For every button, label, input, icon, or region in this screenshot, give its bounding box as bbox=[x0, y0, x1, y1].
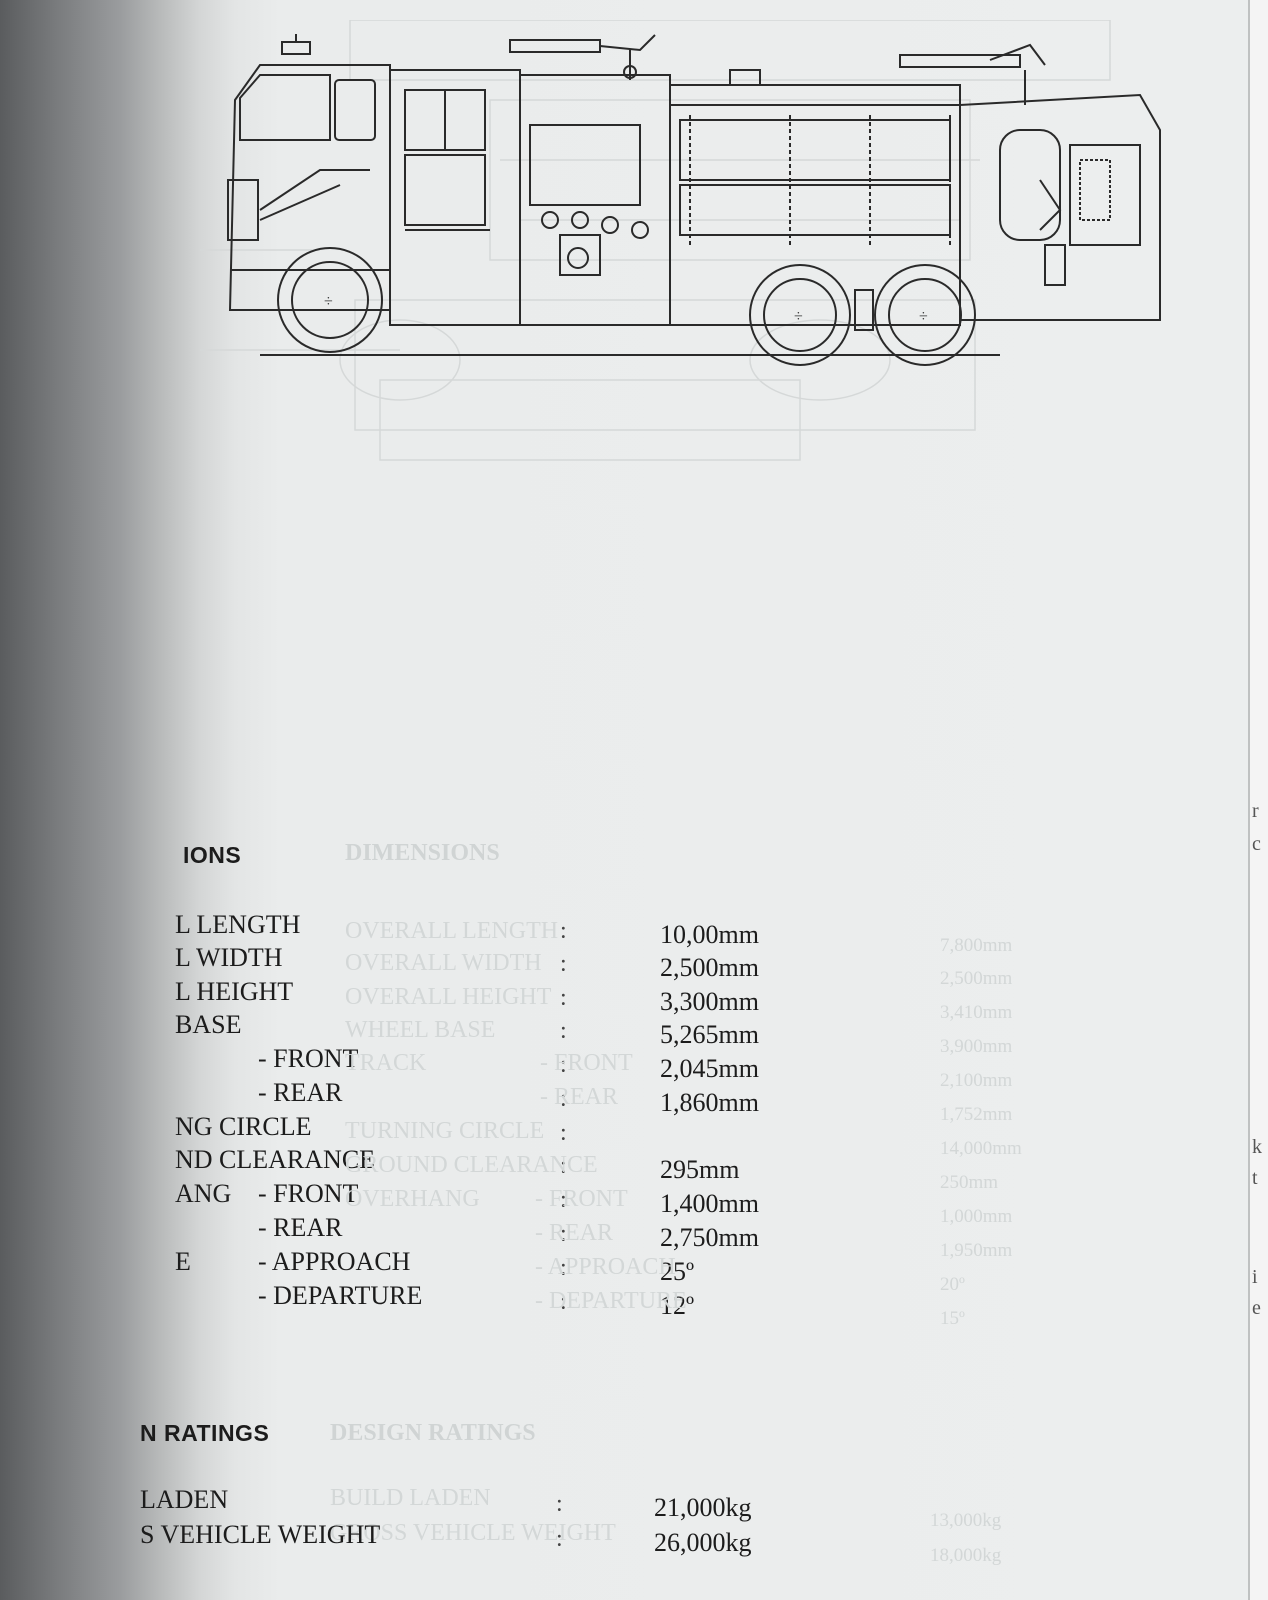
svg-text:÷: ÷ bbox=[324, 293, 333, 310]
rating-label: LADEN bbox=[140, 1485, 229, 1514]
show-through-value: 1,752mm bbox=[940, 1104, 1013, 1125]
dimension-label: L HEIGHT bbox=[175, 977, 294, 1006]
dimension-value: 2,500mm bbox=[660, 953, 759, 982]
section-heading-ratings: N RATINGS bbox=[140, 1420, 270, 1446]
show-through-label: - APPROACH bbox=[535, 1254, 676, 1280]
show-through-label: TRACK bbox=[345, 1050, 427, 1076]
dimension-colon: : bbox=[560, 918, 567, 944]
dimension-value: 295mm bbox=[660, 1155, 740, 1184]
show-through-value: 3,900mm bbox=[940, 1036, 1013, 1057]
svg-text:÷: ÷ bbox=[919, 308, 928, 325]
section-heading-dimensions: IONS bbox=[183, 842, 242, 868]
rating-value: 21,000kg bbox=[654, 1493, 752, 1522]
margin-letter: k bbox=[1252, 1136, 1262, 1158]
dimension-label: BASE bbox=[175, 1010, 242, 1039]
dimension-value: 1,860mm bbox=[660, 1088, 759, 1117]
margin-letter: i bbox=[1252, 1266, 1258, 1288]
dimension-colon: : bbox=[560, 1153, 567, 1179]
dimension-colon: : bbox=[560, 1289, 567, 1315]
show-through-label: - REAR bbox=[540, 1084, 618, 1110]
dimension-value: 25º bbox=[660, 1257, 695, 1286]
dimension-sublabel: - APPROACH bbox=[258, 1247, 411, 1276]
show-through-label: OVERALL WIDTH bbox=[345, 950, 542, 976]
dimension-label: E bbox=[175, 1247, 191, 1276]
show-through-heading-dimensions: DIMENSIONS bbox=[345, 840, 500, 866]
show-through-value: 2,100mm bbox=[940, 1070, 1013, 1091]
dimension-colon: : bbox=[560, 1086, 567, 1112]
dimension-value: 1,400mm bbox=[660, 1189, 759, 1218]
svg-text:÷: ÷ bbox=[794, 308, 803, 325]
dimension-colon: : bbox=[560, 951, 567, 977]
dimension-label: L LENGTH bbox=[175, 910, 301, 939]
show-through-value: 1,000mm bbox=[940, 1206, 1013, 1227]
fire-truck-drawing: ÷ bbox=[200, 20, 1161, 461]
show-through-label: GROSS VEHICLE WEIGHT bbox=[330, 1520, 616, 1546]
dimension-colon: : bbox=[560, 1018, 567, 1044]
dimension-label: ANG bbox=[175, 1179, 232, 1208]
show-through-label: - DEPARTURE bbox=[535, 1288, 687, 1314]
dimension-value: 2,750mm bbox=[660, 1223, 759, 1252]
show-through-label: GROUND CLEARANCE bbox=[345, 1152, 598, 1178]
dimension-value: 5,265mm bbox=[660, 1020, 759, 1049]
show-through-value: 7,800mm bbox=[940, 935, 1013, 956]
margin-letter: e bbox=[1252, 1297, 1261, 1319]
show-through-value: 2,500mm bbox=[940, 968, 1013, 989]
margin-letter: t bbox=[1252, 1167, 1258, 1189]
show-through-label: - FRONT bbox=[535, 1186, 628, 1212]
facing-page-edge bbox=[1248, 0, 1268, 1600]
rating-value: 26,000kg bbox=[654, 1528, 752, 1557]
dimension-label: L WIDTH bbox=[175, 943, 283, 972]
rating-label: S VEHICLE WEIGHT bbox=[140, 1520, 381, 1549]
dimension-sublabel: - FRONT bbox=[258, 1044, 359, 1073]
show-through-value: 1,950mm bbox=[940, 1240, 1013, 1261]
margin-letter: c bbox=[1252, 833, 1261, 855]
show-through-label: WHEEL BASE bbox=[345, 1017, 496, 1043]
show-through-value: 250mm bbox=[940, 1172, 999, 1193]
margin-letter: r bbox=[1252, 800, 1259, 822]
dimension-sublabel: - FRONT bbox=[258, 1179, 359, 1208]
dimension-label: NG CIRCLE bbox=[175, 1112, 312, 1141]
rating-colon: : bbox=[556, 1491, 563, 1517]
show-through-value: 3,410mm bbox=[940, 1002, 1013, 1023]
show-through-value: 20º bbox=[940, 1274, 965, 1295]
dimension-label: ND CLEARANCE bbox=[175, 1145, 376, 1174]
show-through-value: 13,000kg bbox=[930, 1510, 1002, 1531]
dimension-colon: : bbox=[560, 1120, 567, 1146]
show-through-label: BUILD LADEN bbox=[330, 1485, 491, 1511]
dimension-value: 3,300mm bbox=[660, 987, 759, 1016]
dimension-sublabel: - REAR bbox=[258, 1078, 343, 1107]
dimension-value: 2,045mm bbox=[660, 1054, 759, 1083]
dimension-value: 12º bbox=[660, 1291, 695, 1320]
show-through-value: 15º bbox=[940, 1308, 965, 1329]
dimension-value: 10,00mm bbox=[660, 920, 759, 949]
show-through-value: 18,000kg bbox=[930, 1545, 1002, 1566]
dimension-colon: : bbox=[560, 985, 567, 1011]
show-through-label: TURNING CIRCLE bbox=[345, 1118, 545, 1144]
show-through-label: OVERHANG bbox=[345, 1186, 480, 1212]
rating-colon: : bbox=[556, 1526, 563, 1552]
show-through-label: OVERALL LENGTH bbox=[345, 918, 559, 944]
dimension-colon: : bbox=[560, 1221, 567, 1247]
show-through-heading-ratings: DESIGN RATINGS bbox=[330, 1420, 536, 1446]
show-through-label: - REAR bbox=[535, 1220, 613, 1246]
dimension-sublabel: - REAR bbox=[258, 1213, 343, 1242]
dimension-colon: : bbox=[560, 1255, 567, 1281]
show-through-label: - FRONT bbox=[540, 1050, 633, 1076]
dimension-colon: : bbox=[560, 1052, 567, 1078]
dimension-sublabel: - DEPARTURE bbox=[258, 1281, 423, 1310]
show-through-value: 14,000mm bbox=[940, 1138, 1022, 1159]
show-through-label: OVERALL HEIGHT bbox=[345, 984, 552, 1010]
dimension-colon: : bbox=[560, 1187, 567, 1213]
